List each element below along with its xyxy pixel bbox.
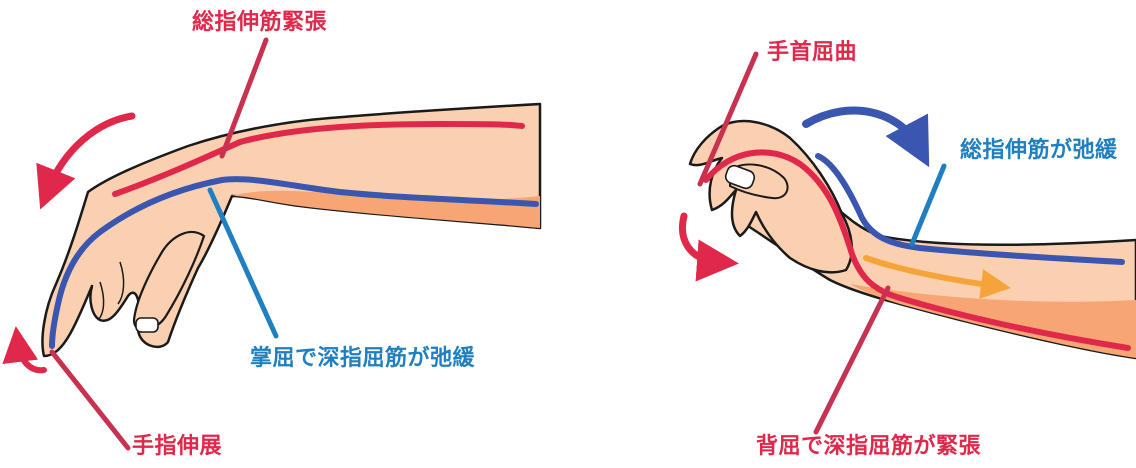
right-blue-curved-arrow — [806, 111, 918, 146]
label-wrist-flexion: 手首屈曲 — [767, 42, 857, 64]
label-finger-extension: 手指伸展 — [132, 436, 222, 458]
right-pointer-flexor — [816, 288, 888, 432]
left-arm-skin — [43, 104, 541, 356]
label-extensor-relaxed: 総指伸筋が弛緩 — [960, 140, 1118, 162]
right-arm-illustration — [682, 54, 1136, 432]
label-flexor-relaxed: 掌屈で深指屈筋が弛緩 — [250, 348, 475, 370]
right-pointer-extensor — [912, 166, 944, 244]
label-extensor-tension: 総指伸筋緊張 — [192, 12, 327, 34]
left-pointer-flexor — [210, 190, 276, 336]
left-small-curved-arrow — [18, 344, 44, 370]
right-red-curved-arrow — [682, 216, 718, 262]
left-thumb-nail — [136, 318, 158, 332]
label-flexor-tension: 背屈で深指屈筋が緊張 — [756, 436, 981, 458]
left-pointer-fingers — [52, 352, 128, 448]
left-arm-illustration — [18, 40, 540, 448]
